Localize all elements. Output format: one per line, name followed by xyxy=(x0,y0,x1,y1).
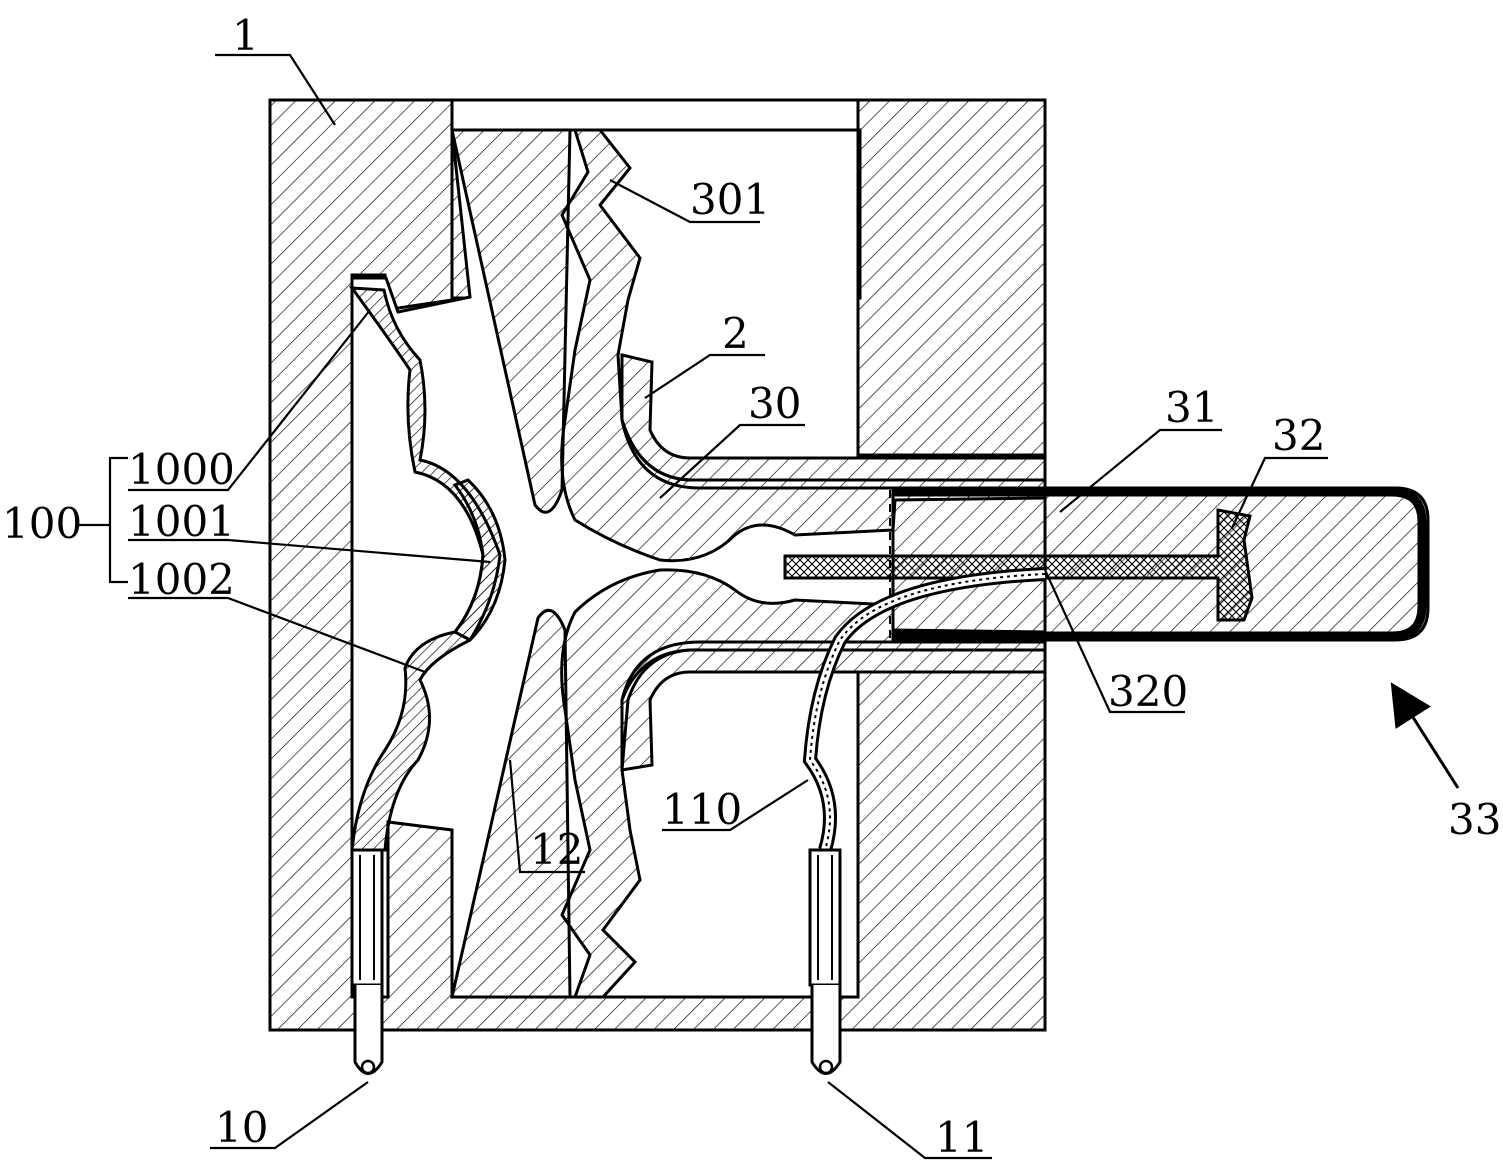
label-group-100: 100 xyxy=(2,499,82,548)
label-pin-10: 10 xyxy=(215,1103,268,1152)
label-wire-110: 110 xyxy=(662,785,742,834)
pin-10 xyxy=(352,850,382,1074)
label-pin-11: 11 xyxy=(935,1113,988,1162)
label-arrow-33: 33 xyxy=(1448,795,1501,844)
label-layer-1002: 1002 xyxy=(128,555,235,604)
label-part-301: 301 xyxy=(690,175,770,224)
label-part-32: 32 xyxy=(1272,411,1325,460)
label-inner-part: 2 xyxy=(722,309,749,358)
label-layer-1001: 1001 xyxy=(128,497,235,546)
label-housing: 1 xyxy=(232,11,259,60)
label-electrode-part: 30 xyxy=(748,379,801,428)
label-part-31: 31 xyxy=(1165,383,1218,432)
label-layer-1000: 1000 xyxy=(128,445,235,494)
label-part-320: 320 xyxy=(1108,667,1188,716)
pin-11 xyxy=(810,850,840,1074)
label-part-12: 12 xyxy=(530,825,583,874)
